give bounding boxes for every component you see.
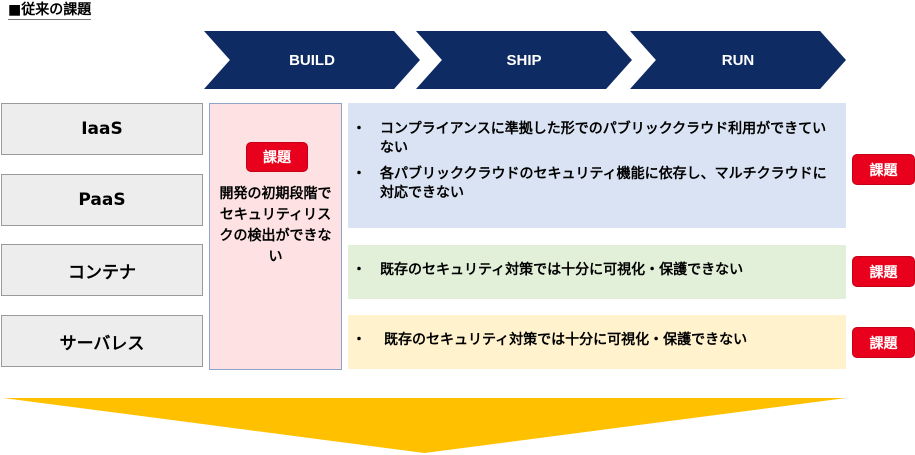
build-issue-column: 課題 開発の初期段階でセキュリティリスクの検出ができない: [209, 103, 342, 370]
issue-box-container: 既存のセキュリティ対策では十分に可視化・保護できない: [348, 245, 846, 299]
row-label-serverless: サーバレス: [1, 315, 203, 367]
page-title: ■従来の課題: [8, 2, 92, 20]
issue-item: 各パブリッククラウドのセキュリティ機能に依存し、マルチクラウドに対応できない: [348, 165, 836, 203]
issue-badge-serverless: 課題: [852, 327, 915, 358]
issue-box-iaas-paas: コンプライアンスに準拠した形でのパブリッククラウド利用ができていない 各パブリッ…: [348, 103, 846, 228]
row-label-iaas: IaaS: [1, 103, 203, 155]
down-arrow-shape: [3, 398, 846, 453]
issue-badge-iaas-paas: 課題: [852, 154, 915, 185]
build-issue-text: 開発の初期段階でセキュリティリスクの検出ができない: [219, 186, 332, 265]
phase-run-chevron: RUN: [630, 31, 846, 89]
issue-box-serverless: 既存のセキュリティ対策では十分に可視化・保護できない: [348, 315, 846, 369]
build-issue-badge: 課題: [246, 142, 308, 172]
issue-item: 既存のセキュリティ対策では十分に可視化・保護できない: [348, 331, 846, 350]
phase-ship-chevron: SHIP: [416, 31, 632, 89]
phase-build-chevron: BUILD: [204, 31, 420, 89]
issue-badge-container: 課題: [852, 256, 915, 287]
issue-item: コンプライアンスに準拠した形でのパブリッククラウド利用ができていない: [348, 120, 836, 158]
row-label-paas: PaaS: [1, 174, 203, 226]
row-label-container: コンテナ: [1, 244, 203, 296]
issue-item: 既存のセキュリティ対策では十分に可視化・保護できない: [348, 261, 846, 280]
